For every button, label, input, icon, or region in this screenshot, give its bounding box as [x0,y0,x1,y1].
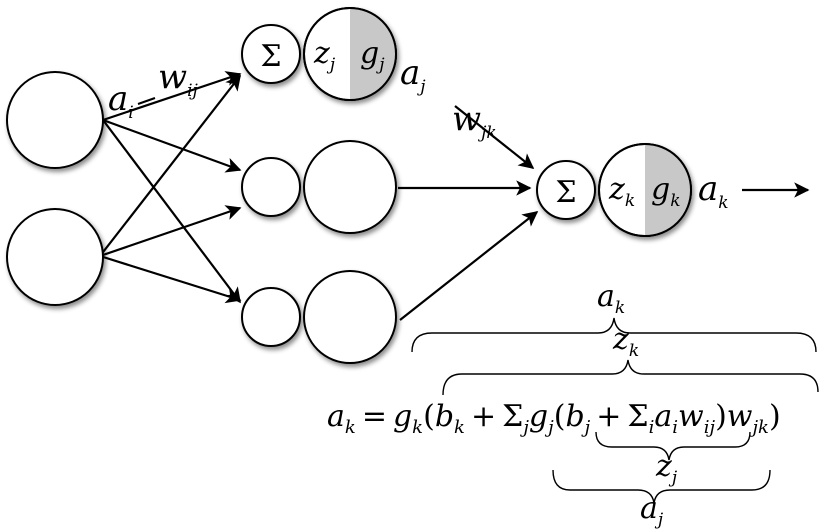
hidden-pre-activation-label: zj [313,36,336,75]
hidden-sum-node-3 [241,287,301,347]
output-activation-label: ak [698,169,729,213]
output-neuron: Σ zk gk [536,143,692,237]
input-activation-label: ai [108,79,134,123]
output-pre-activation-label: zk [608,172,635,211]
brace-bottom-inner: zj [595,431,751,488]
edge-input2-hidden3 [99,254,242,304]
input-label-dash [137,97,156,105]
weight-jk-label: wjk [452,99,497,143]
edge-input2-hidden1 [99,74,241,257]
hidden-activation-label: aj [400,53,426,97]
output-sum-node [536,160,596,220]
edge-input1-hidden1 [102,71,242,122]
brace-bottom-outer: aj [552,469,771,530]
brace-top-inner: zk [442,322,819,396]
brace-label-top-inner: zk [612,322,639,361]
hidden-activation-node-2 [303,140,397,234]
output-activation-fn-label: gk [651,172,681,211]
edge-input1-hidden2 [102,118,242,173]
sum-symbol: Σ [555,175,576,210]
edge-hidden3-output [399,211,539,321]
hidden-neuron-1: Σ zj gj [241,7,397,101]
input-neuron-1 [6,71,104,169]
hidden-activation-fn-label: gj [360,36,385,75]
hidden-sum-node-1 [241,24,301,84]
hidden-neuron-2 [241,140,397,234]
sum-symbol: Σ [260,39,281,74]
equation: ak=gk(bk+Σjgj(bj+Σiaiwij)wjk) [327,399,781,438]
edge-input2-hidden2 [99,205,242,258]
input-neuron-2 [6,208,104,306]
brace-label-top-outer: ak [597,279,625,318]
hidden-sum-node-2 [241,157,301,217]
edge-input1-hidden3 [102,119,241,304]
connection-edges [99,71,810,321]
brace-label-bottom-inner: zj [655,449,678,488]
hidden-neuron-3 [241,270,397,364]
hidden-activation-node-3 [303,270,397,364]
brace-label-bottom-outer: aj [640,491,664,530]
weight-ij-label: wij [158,57,199,101]
brace-top-outer: ak [411,279,817,353]
edge-hidden1-output [454,105,535,169]
